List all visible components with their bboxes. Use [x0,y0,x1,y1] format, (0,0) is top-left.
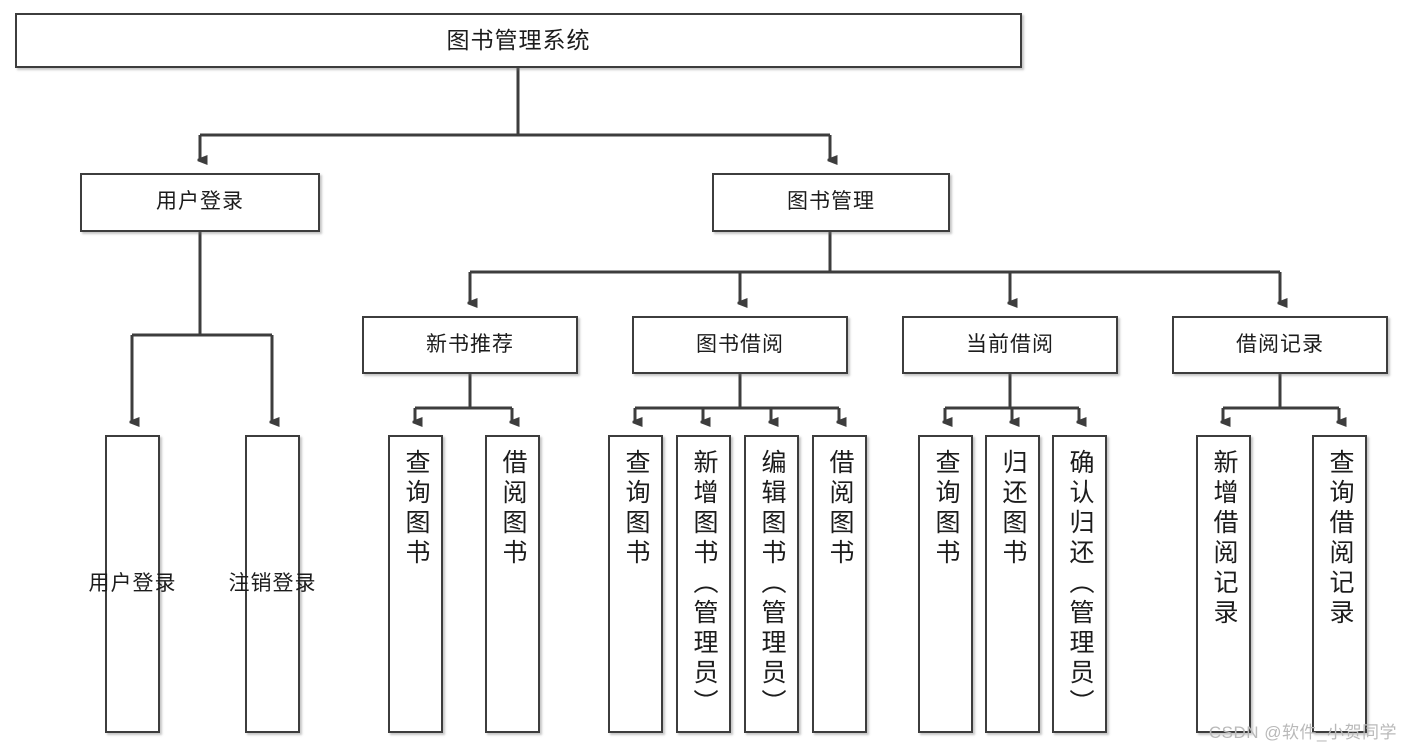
node-root-label: 图书管理系统 [446,26,591,53]
node-current-confirm-return-admin[interactable]: 确认归还（管理员） [1052,435,1107,733]
node-book-borrow[interactable]: 图书借阅 [632,316,848,374]
node-book-management[interactable]: 图书管理 [712,173,950,232]
node-borrow-records[interactable]: 借阅记录 [1172,316,1388,374]
node-borrow-add-book-admin-label: 新增图书（管理员） [690,449,718,719]
watermark: CSDN @软件_小贺同学 [1208,723,1397,742]
node-borrow-edit-book-admin[interactable]: 编辑图书（管理员） [744,435,799,733]
node-borrow-borrow-book[interactable]: 借阅图书 [812,435,867,733]
node-new-book-recommend[interactable]: 新书推荐 [362,316,578,374]
node-current-confirm-return-admin-label: 确认归还（管理员） [1066,449,1094,719]
node-user-login[interactable]: 用户登录 [80,173,320,232]
node-records-add-record-label: 新增借阅记录 [1210,449,1238,629]
node-root[interactable]: 图书管理系统 [15,13,1022,68]
node-records-query-record-label: 查询借阅记录 [1326,449,1354,629]
node-new-book-recommend-label: 新书推荐 [426,332,514,356]
node-current-borrow[interactable]: 当前借阅 [902,316,1118,374]
node-user-login-label: 用户登录 [156,190,244,214]
node-user-login-action[interactable]: 用户登录 [89,435,176,733]
node-borrow-edit-book-admin-label: 编辑图书（管理员） [758,449,786,719]
node-user-login-action-label: 用户登录 [88,571,177,595]
node-current-query-book-label: 查询图书 [932,449,960,569]
node-book-management-label: 图书管理 [787,190,875,214]
node-recommend-borrow-book[interactable]: 借阅图书 [485,435,540,733]
node-user-logout-action[interactable]: 注销登录 [229,435,316,733]
node-current-return-book[interactable]: 归还图书 [985,435,1040,733]
node-user-logout-action-label: 注销登录 [228,571,317,595]
node-recommend-borrow-book-label: 借阅图书 [499,449,527,569]
node-borrow-borrow-book-label: 借阅图书 [826,449,854,569]
node-records-query-record[interactable]: 查询借阅记录 [1312,435,1367,733]
node-current-return-book-label: 归还图书 [999,449,1027,569]
node-borrow-query-book-label: 查询图书 [622,449,650,569]
node-recommend-query-book-label: 查询图书 [402,449,430,569]
node-borrow-query-book[interactable]: 查询图书 [608,435,663,733]
node-current-query-book[interactable]: 查询图书 [918,435,973,733]
node-borrow-records-label: 借阅记录 [1236,332,1324,356]
node-book-borrow-label: 图书借阅 [696,332,784,356]
node-current-borrow-label: 当前借阅 [966,332,1054,356]
node-borrow-add-book-admin[interactable]: 新增图书（管理员） [676,435,731,733]
node-records-add-record[interactable]: 新增借阅记录 [1196,435,1251,733]
node-recommend-query-book[interactable]: 查询图书 [388,435,443,733]
